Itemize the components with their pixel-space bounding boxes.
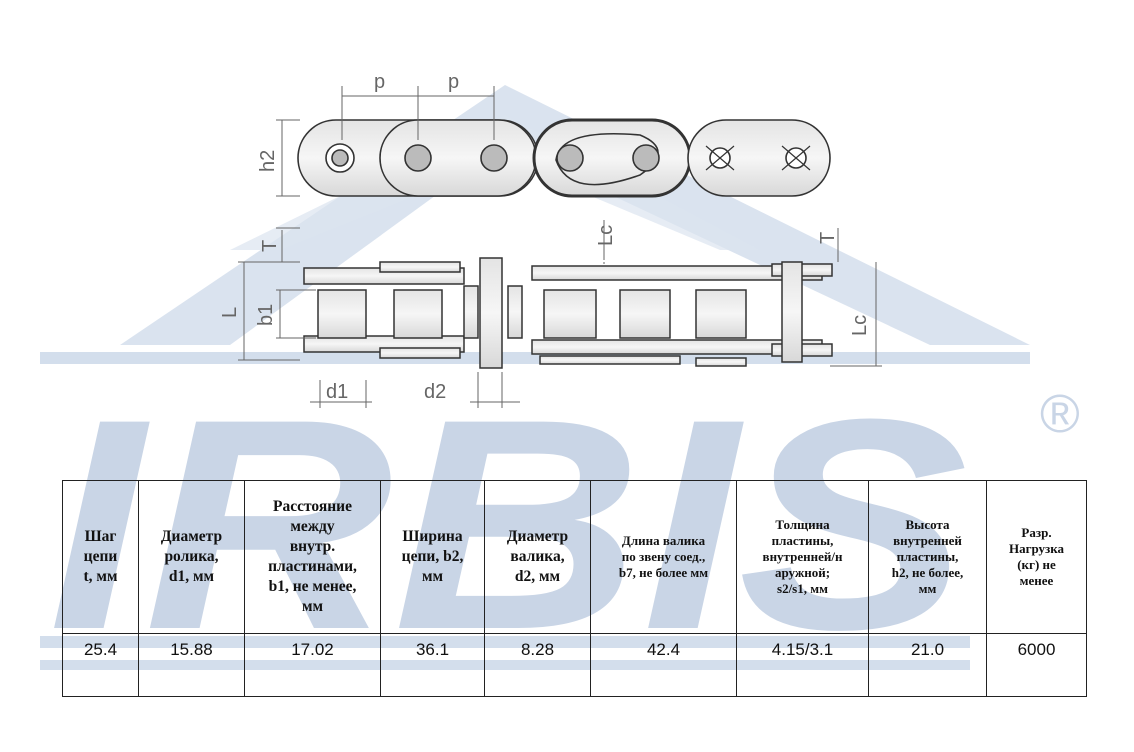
table-cell: 42.4 bbox=[590, 633, 737, 697]
column-header-line: пластины, bbox=[771, 533, 834, 548]
column-header-line: b7, не более мм bbox=[618, 565, 709, 580]
column-header-line: Нагрузка bbox=[1008, 541, 1065, 556]
dim-label-d1: d1 bbox=[326, 381, 348, 403]
column-header-line: d2, мм bbox=[514, 568, 561, 585]
column-header-line: Разр. bbox=[1021, 525, 1052, 540]
column-header-line: Толщина bbox=[775, 517, 830, 532]
column-header-line: Длина валика bbox=[621, 533, 706, 548]
dim-label-p: p bbox=[448, 71, 459, 93]
chain-side-view bbox=[297, 118, 831, 198]
column-header-line: валика, bbox=[510, 548, 565, 565]
column-header-line: пластинами, bbox=[268, 558, 357, 575]
column-header-line: пластины, bbox=[896, 549, 959, 564]
column-header-line: менее bbox=[1019, 573, 1054, 588]
dimension-lines-top bbox=[276, 86, 495, 197]
column-header-line: t, мм bbox=[83, 568, 118, 585]
dim-label-Lc: Lc bbox=[595, 225, 617, 246]
column-header-line: Высота bbox=[905, 517, 950, 532]
chain-plan-view bbox=[303, 257, 833, 369]
column-header: Шаг цепи t, мм bbox=[62, 480, 139, 634]
column-header-line: s2/s1, мм bbox=[777, 581, 828, 596]
column-header-line: (кг) не bbox=[1017, 557, 1056, 572]
column-header: Диаметр валика, d2, мм bbox=[484, 480, 591, 634]
table-cell: 15.88 bbox=[138, 633, 245, 697]
watermark-roof-inner bbox=[230, 115, 760, 250]
column-header-line: мм bbox=[918, 581, 937, 596]
column-header-line: Шаг bbox=[84, 528, 117, 545]
column-header-line: цепи, b2, bbox=[401, 548, 464, 565]
column-header-line: d1, мм bbox=[168, 568, 215, 585]
column-header-line: h2, не более, bbox=[891, 565, 964, 580]
column-header-line: Ширина bbox=[402, 528, 463, 545]
column-header-line: аружной; bbox=[774, 565, 831, 580]
dim-label-T: T bbox=[259, 240, 281, 252]
table-cell: 6000 bbox=[986, 633, 1087, 697]
spec-table: Шаг цепи t, мм Диаметр ролика, d1, мм Расстоян… bbox=[62, 480, 1087, 697]
column-header-line: мм bbox=[301, 598, 324, 615]
dim-label-d2: d2 bbox=[424, 381, 446, 403]
column-header-line: мм bbox=[421, 568, 444, 585]
table-header-row: Шаг цепи t, мм Диаметр ролика, d1, мм Расстоян… bbox=[62, 480, 1087, 634]
column-header-line: цепи bbox=[83, 548, 118, 565]
column-header-line: по звену соед., bbox=[621, 549, 706, 564]
column-header-line: Диаметр bbox=[506, 528, 569, 545]
column-header-line: b1, не менее, bbox=[268, 578, 357, 595]
column-header-line: внутренней/н bbox=[762, 549, 843, 564]
column-header-line: Диаметр bbox=[160, 528, 223, 545]
dim-label-p: p bbox=[374, 71, 385, 93]
dim-label-Lc: Lc bbox=[849, 315, 871, 336]
dimension-lines-bottom bbox=[238, 220, 882, 408]
column-header-line: внутренней bbox=[893, 533, 962, 548]
column-header: Ширина цепи, b2, мм bbox=[380, 480, 485, 634]
table-cell: 36.1 bbox=[380, 633, 485, 697]
column-header-line: Расстояние bbox=[273, 498, 352, 515]
dim-label-b1: b1 bbox=[255, 304, 277, 326]
table-cell: 25.4 bbox=[62, 633, 139, 697]
dim-label-L: L bbox=[219, 307, 241, 318]
table-cell: 8.28 bbox=[484, 633, 591, 697]
table-cell: 21.0 bbox=[868, 633, 987, 697]
column-header: Расстояние между внутр. пластинами, b1, не м… bbox=[244, 480, 381, 634]
table-cell: 17.02 bbox=[244, 633, 381, 697]
dim-label-T: T bbox=[817, 232, 839, 244]
column-header-line: внутр. bbox=[289, 538, 336, 555]
registered-mark: ® bbox=[1040, 384, 1080, 444]
dim-label-h2: h2 bbox=[257, 150, 279, 172]
chain-drawing: p p h2 bbox=[219, 71, 882, 408]
column-header-line: ролика, bbox=[164, 548, 219, 565]
column-header: Диаметр ролика, d1, мм bbox=[138, 480, 245, 634]
column-header-line: между bbox=[290, 518, 335, 535]
table-cell: 4.15/3.1 bbox=[736, 633, 869, 697]
